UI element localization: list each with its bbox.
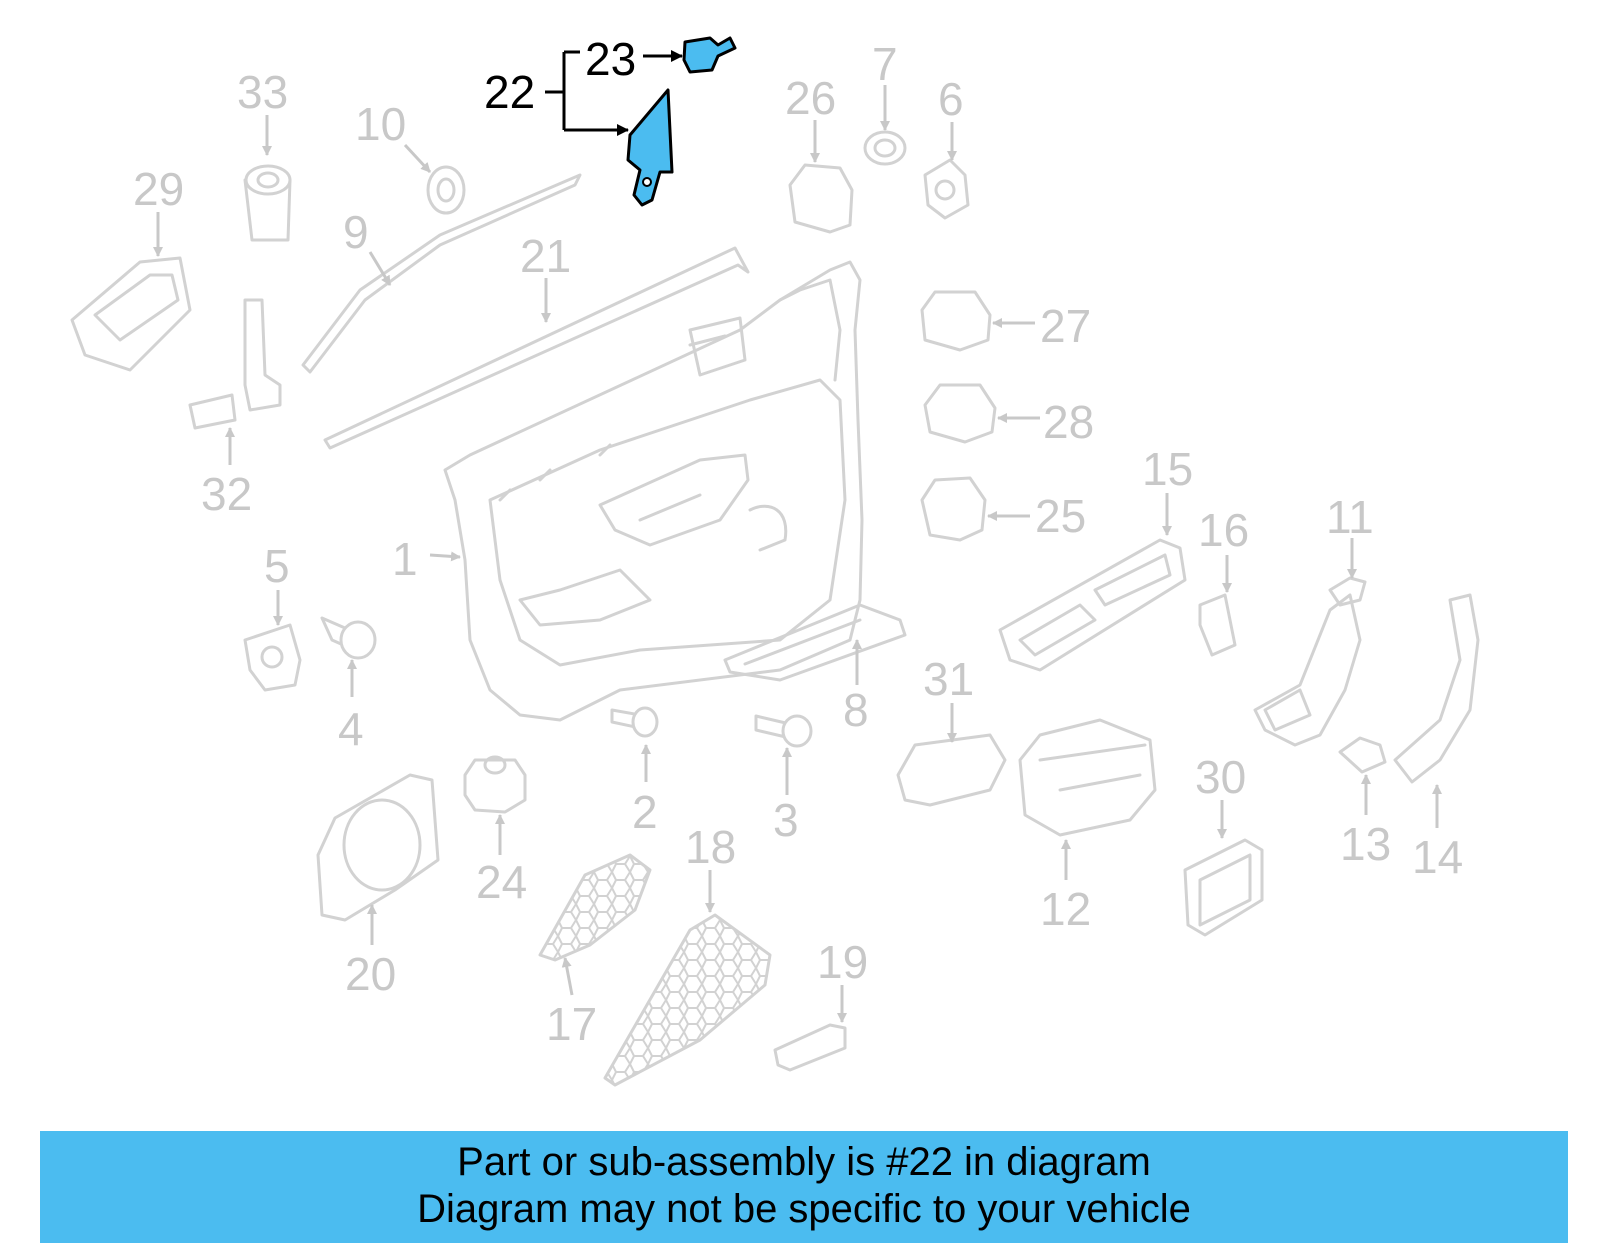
callout-9: 9: [343, 206, 369, 258]
callout-17: 17: [546, 998, 597, 1050]
part-22-highlighted-trim-piece: [626, 88, 674, 207]
part-19-clip: [773, 1023, 847, 1072]
part-21-weatherstrip: [323, 246, 750, 450]
part-2-screw: [610, 706, 659, 738]
callout-10: 10: [355, 98, 406, 150]
callout-18: 18: [685, 821, 736, 873]
part-31-handle-housing: [896, 733, 1007, 807]
part-32-lock-rod: [188, 298, 282, 430]
callout-24: 24: [476, 856, 527, 908]
callout-25: 25: [1035, 490, 1086, 542]
callout-15: 15: [1142, 443, 1193, 495]
part-11-handle-cover: [1328, 576, 1367, 607]
part-9-molding: [301, 173, 582, 374]
part-10-washer: [426, 165, 466, 215]
callout-2: 2: [632, 786, 658, 838]
part-23-highlighted-clip: [682, 36, 737, 74]
callout-26: 26: [785, 72, 836, 124]
info-banner-line-1: Part or sub-assembly is #22 in diagram: [457, 1140, 1151, 1184]
part-7-ring: [863, 130, 907, 166]
callout-14: 14: [1412, 831, 1463, 883]
callout-13: 13: [1340, 818, 1391, 870]
callout-19: 19: [817, 936, 868, 988]
callout-23: 23: [585, 33, 636, 85]
part-1-door-panel: [443, 260, 864, 722]
callout-16: 16: [1198, 504, 1249, 556]
part-33-grommet: [243, 164, 292, 242]
part-18-speaker-grille: [603, 913, 772, 1087]
callout-7: 7: [872, 38, 898, 90]
callout-29: 29: [133, 163, 184, 215]
part-5-retainer: [243, 623, 302, 692]
callout-31: 31: [923, 653, 974, 705]
callout-4: 4: [338, 703, 364, 755]
part-16-cover: [1198, 593, 1237, 657]
part-29-switch-panel: [70, 256, 192, 372]
part-12-bracket: [1018, 718, 1157, 837]
part-25-switch: [920, 476, 987, 542]
callout-21: 21: [520, 230, 571, 282]
part-6-switch-housing: [923, 158, 970, 220]
part-20-speaker-bracket: [316, 773, 440, 922]
callout-33: 33: [237, 66, 288, 118]
callout-5: 5: [264, 540, 290, 592]
callout-28: 28: [1043, 396, 1094, 448]
callout-6: 6: [938, 73, 964, 125]
part-15-switch-bezel: [998, 538, 1187, 672]
callout-8: 8: [843, 684, 869, 736]
part-22-shape: [626, 88, 674, 207]
part-14-handle-trim: [1393, 593, 1480, 784]
callout-12: 12: [1040, 883, 1091, 935]
part-4-clip: [320, 616, 377, 660]
part-13-clip: [1338, 736, 1387, 774]
callout-1: 1: [392, 533, 418, 585]
part-28-switch: [923, 383, 997, 444]
part-26-switch: [788, 163, 854, 234]
part-17-speaker-grille: [538, 853, 652, 962]
part-8-armrest: [723, 603, 907, 682]
part-24-knob: [463, 755, 527, 814]
callout-22: 22: [484, 66, 535, 118]
part-30-switch-module: [1183, 838, 1264, 937]
callout-20: 20: [345, 948, 396, 1000]
callout-27: 27: [1040, 300, 1091, 352]
part-3-screw: [754, 714, 813, 748]
leader-lines: [153, 50, 1442, 1023]
part-11-pull-handle: [1253, 593, 1362, 747]
part-27-switch: [920, 290, 992, 352]
callout-labels: 1 2 3 4 5 6 7 8 9 10 11 12 13 14 15 16 1…: [133, 33, 1463, 1050]
info-banner: Part or sub-assembly is #22 in diagram D…: [40, 1131, 1568, 1243]
callout-32: 32: [201, 468, 252, 520]
callout-30: 30: [1195, 751, 1246, 803]
info-banner-line-2: Diagram may not be specific to your vehi…: [417, 1187, 1191, 1231]
callout-11: 11: [1326, 491, 1374, 543]
callout-3: 3: [773, 794, 799, 846]
